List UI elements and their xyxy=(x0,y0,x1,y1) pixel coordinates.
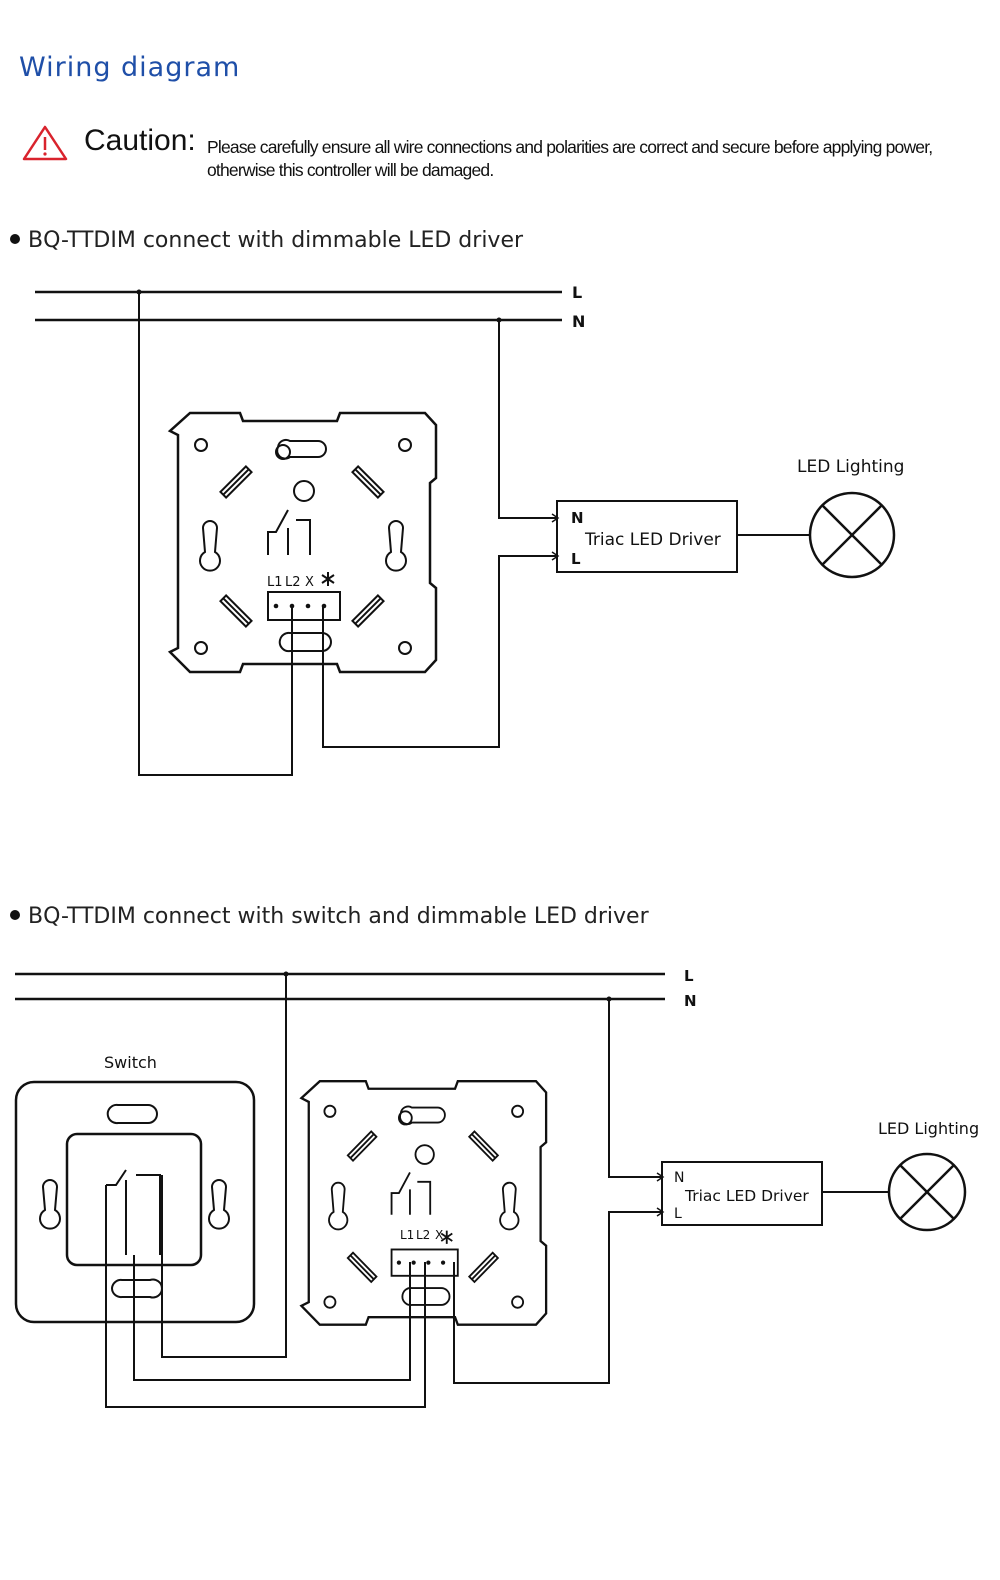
driver-label-2: Triac LED Driver xyxy=(684,1187,809,1205)
terminal-l1: L1 xyxy=(267,575,283,590)
bullet-dot-icon xyxy=(10,234,20,244)
lamp-label: LED Lighting xyxy=(797,457,904,477)
page-title: Wiring diagram xyxy=(19,52,241,83)
dimmer-plate-2 xyxy=(300,1080,548,1326)
warning-triangle-icon xyxy=(22,125,68,161)
label-N: N xyxy=(572,312,585,331)
diagram-1: L N L1 L2 X N L Triac LED Driver LED Lig… xyxy=(35,283,904,776)
driver-label: Triac LED Driver xyxy=(584,530,721,550)
diagram-2-heading: BQ-TTDIM connect with switch and dimmabl… xyxy=(10,904,649,929)
caution-text: Please carefully ensure all wire connect… xyxy=(207,137,933,180)
lamp-label-2: LED Lighting xyxy=(878,1119,979,1138)
switch-label: Switch xyxy=(104,1053,157,1072)
label-N-2: N xyxy=(684,992,697,1010)
diagram-1-heading: BQ-TTDIM connect with dimmable LED drive… xyxy=(10,228,523,253)
diagram-2: L N Switch L1 L2 X N L xyxy=(14,967,979,1408)
driver-l: L xyxy=(571,550,581,568)
bullet-dot-icon xyxy=(10,910,20,920)
label-L: L xyxy=(572,283,582,302)
terminal-l1-2: L1 xyxy=(400,1228,414,1242)
driver-n: N xyxy=(571,509,584,527)
terminal-x: X xyxy=(305,575,314,590)
label-L-2: L xyxy=(684,967,694,985)
caution-label: Caution: xyxy=(84,124,196,157)
dimmer-plate xyxy=(168,411,438,674)
led-lamp-icon xyxy=(808,491,896,579)
driver-n-2: N xyxy=(674,1170,684,1186)
terminal-l2: L2 xyxy=(285,575,301,590)
led-lamp-icon-2 xyxy=(887,1152,967,1232)
terminal-l2-2: L2 xyxy=(416,1228,430,1242)
terminal-x-2: X xyxy=(435,1228,443,1242)
triac-led-driver-box-2 xyxy=(661,1161,823,1226)
driver-l-2: L xyxy=(674,1206,682,1222)
triac-led-driver-box xyxy=(556,500,738,573)
